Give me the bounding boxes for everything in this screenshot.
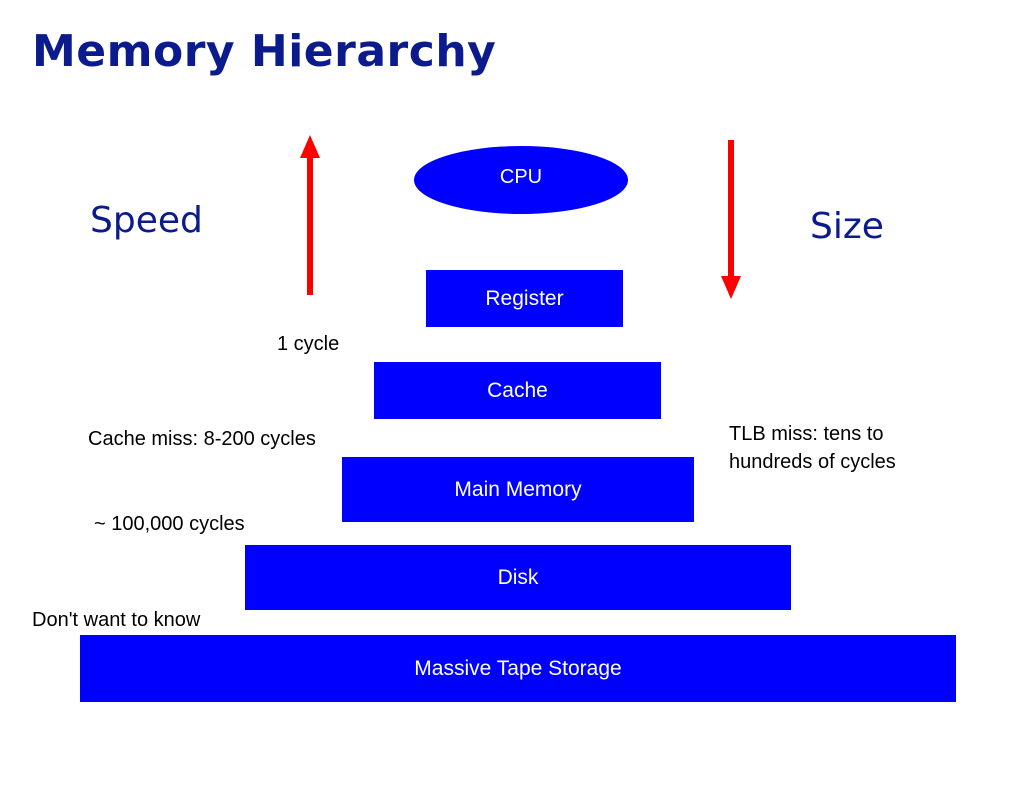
tlb-miss-line-2: hundreds of cycles bbox=[729, 451, 896, 473]
cache-miss-note: Cache miss: 8-200 cycles bbox=[88, 428, 316, 450]
size-label: Size bbox=[810, 206, 884, 247]
cpu-ellipse: CPU bbox=[414, 146, 628, 214]
tape-storage-label: Massive Tape Storage bbox=[414, 656, 622, 680]
speed-up-arrow-icon bbox=[300, 135, 320, 295]
size-down-arrow-icon bbox=[721, 140, 741, 299]
cache-label: Cache bbox=[487, 378, 548, 402]
cache-block: Cache bbox=[374, 362, 661, 419]
register-block: Register bbox=[426, 270, 623, 327]
tape-cost-note: Don't want to know bbox=[32, 609, 201, 631]
disk-block: Disk bbox=[245, 545, 791, 610]
tlb-miss-note: TLB miss: tens to hundreds of cycles bbox=[729, 420, 949, 476]
register-label: Register bbox=[485, 286, 564, 310]
main-memory-block: Main Memory bbox=[342, 457, 694, 522]
page-title: Memory Hierarchy bbox=[32, 26, 497, 77]
speed-label: Speed bbox=[90, 200, 203, 241]
tape-storage-block: Massive Tape Storage bbox=[80, 635, 956, 702]
disk-label: Disk bbox=[497, 565, 539, 589]
disk-cost-note: ~ 100,000 cycles bbox=[94, 513, 245, 535]
cpu-label: CPU bbox=[499, 165, 543, 188]
register-cost-note: 1 cycle bbox=[277, 333, 340, 355]
tlb-miss-line-1: TLB miss: tens to bbox=[729, 423, 884, 445]
main-memory-label: Main Memory bbox=[454, 477, 582, 501]
